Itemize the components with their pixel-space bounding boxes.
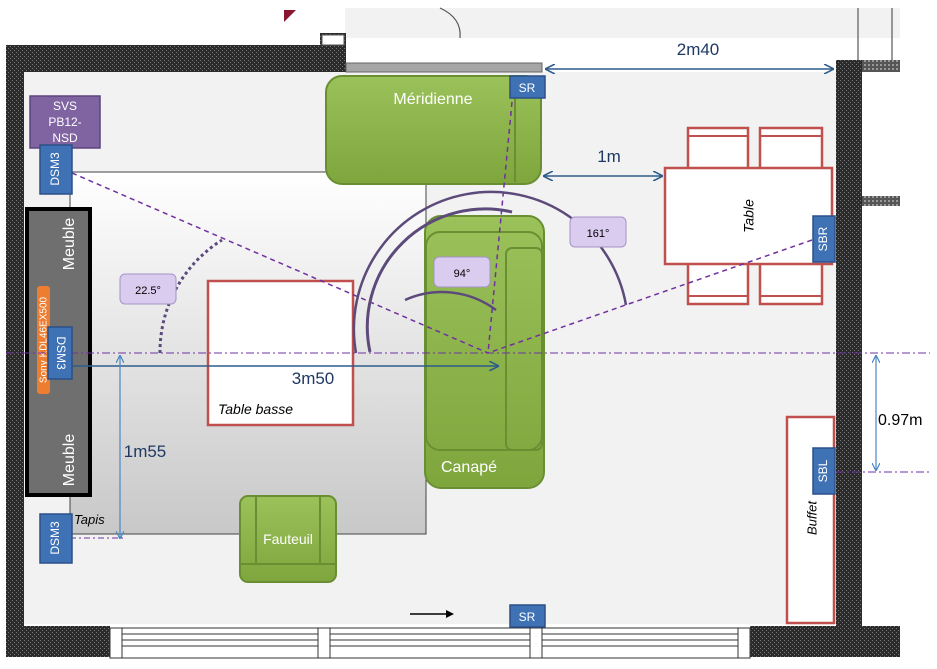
speaker-sbr-label: SBR bbox=[816, 226, 830, 251]
angle-label-161: 161° bbox=[587, 228, 610, 240]
speaker-sr-bottom-label: SR bbox=[519, 610, 536, 624]
armchair bbox=[239, 495, 337, 583]
speaker-sbr bbox=[812, 215, 836, 263]
angle-badge-22 bbox=[119, 273, 177, 305]
dim-label-097: 0.97m bbox=[878, 412, 922, 429]
speaker-sr-top bbox=[509, 75, 546, 99]
speaker-dsm-top bbox=[39, 144, 73, 195]
angle-label-94: 94° bbox=[454, 268, 471, 280]
rug-label: Tapis bbox=[74, 512, 105, 527]
subwoofer-label-3: NSD bbox=[52, 131, 78, 145]
dim-label-3m50: 3m50 bbox=[292, 369, 335, 388]
dim-label-2m40: 2m40 bbox=[677, 40, 720, 59]
tv-cabinet-label-top: Meuble bbox=[61, 218, 78, 271]
speaker-dsm-top-label: DSM3 bbox=[48, 152, 62, 186]
armchair-label: Fauteuil bbox=[263, 531, 313, 547]
dim-label-1m55: 1m55 bbox=[124, 442, 167, 461]
angle-badge-94 bbox=[433, 256, 491, 288]
subwoofer-label-1: SVS bbox=[53, 99, 77, 113]
speaker-angle-lines bbox=[71, 101, 813, 354]
speaker-sr-bottom bbox=[509, 604, 546, 628]
angle-label-22: 22.5° bbox=[135, 285, 161, 297]
table-label: Table bbox=[741, 199, 757, 233]
subwoofer bbox=[29, 95, 101, 149]
meridienne bbox=[325, 75, 542, 185]
tv bbox=[37, 286, 50, 394]
buffet-label: Buffet bbox=[804, 500, 819, 535]
speaker-sr-top-label: SR bbox=[519, 81, 536, 95]
dining-table bbox=[663, 126, 834, 306]
speaker-sbl bbox=[812, 447, 836, 495]
speaker-dsm-bottom bbox=[39, 513, 73, 564]
angle-badge-161 bbox=[569, 216, 627, 248]
tv-label: Sony KDL46EX500 bbox=[39, 296, 50, 383]
speaker-dsm-center-label: DSM3 bbox=[54, 336, 68, 370]
meridienne-label: Méridienne bbox=[393, 91, 472, 108]
tv-cabinet-label-bottom: Meuble bbox=[61, 434, 78, 487]
bay-window bbox=[109, 627, 751, 659]
walls bbox=[6, 7, 900, 657]
speaker-dsm-center bbox=[47, 326, 73, 380]
sofa-label: Canapé bbox=[441, 459, 497, 476]
subwoofer-label-2: PB12- bbox=[48, 115, 81, 129]
speaker-sbl-label: SBL bbox=[816, 459, 830, 482]
speaker-dsm-bottom-label: DSM3 bbox=[48, 521, 62, 555]
dim-label-1m: 1m bbox=[597, 147, 621, 166]
coffee-table-label: Table basse bbox=[218, 401, 293, 417]
